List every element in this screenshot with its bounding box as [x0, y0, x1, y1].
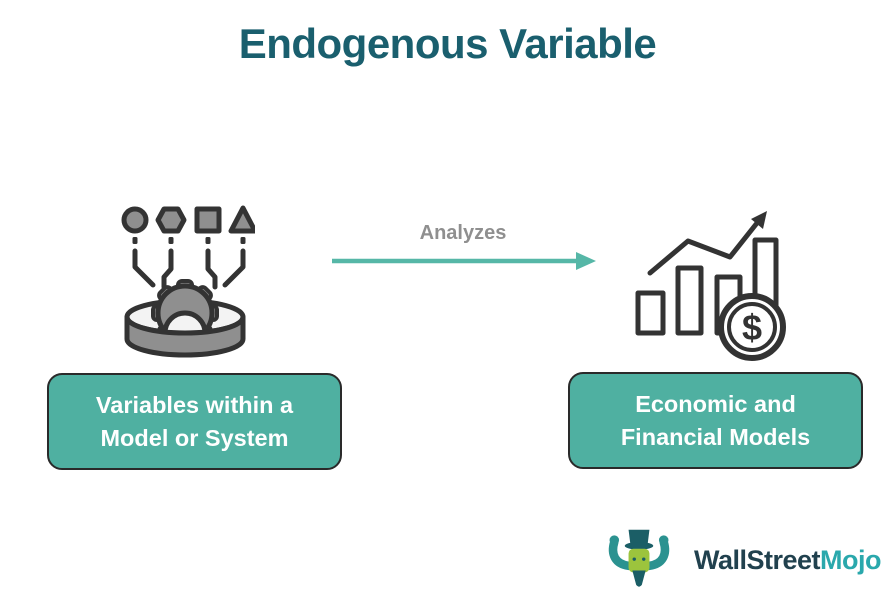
logo-text-wallstreet: WallStreet [694, 545, 821, 575]
logo-text-mojo: Mojo [820, 545, 882, 575]
arrow-label: Analyzes [419, 222, 507, 244]
page-title: Endogenous Variable [238, 20, 657, 67]
node-label-line: Financial Models [620, 423, 811, 450]
wallstreetmojo-logo: WallStreetMojo [603, 522, 883, 602]
logo-wordmark: WallStreetMojo [694, 545, 882, 576]
node-label-line: Model or System [100, 424, 289, 451]
dollar-sign: $ [742, 307, 762, 348]
gear-icon [151, 279, 219, 347]
bull-mascot-icon [608, 529, 670, 587]
analyzes-arrow-icon [332, 252, 596, 270]
shapes-funnel-gear-icon [121, 205, 255, 358]
node-label-line: Variables within a [95, 392, 294, 419]
bar-chart-coin-icon: $ [635, 211, 786, 361]
node-box-source: Variables within a Model or System [47, 373, 342, 470]
node-label-line: Economic and [635, 391, 796, 418]
node-box-target: Economic and Financial Models [568, 372, 863, 469]
dollar-coin-icon: $ [718, 293, 786, 361]
